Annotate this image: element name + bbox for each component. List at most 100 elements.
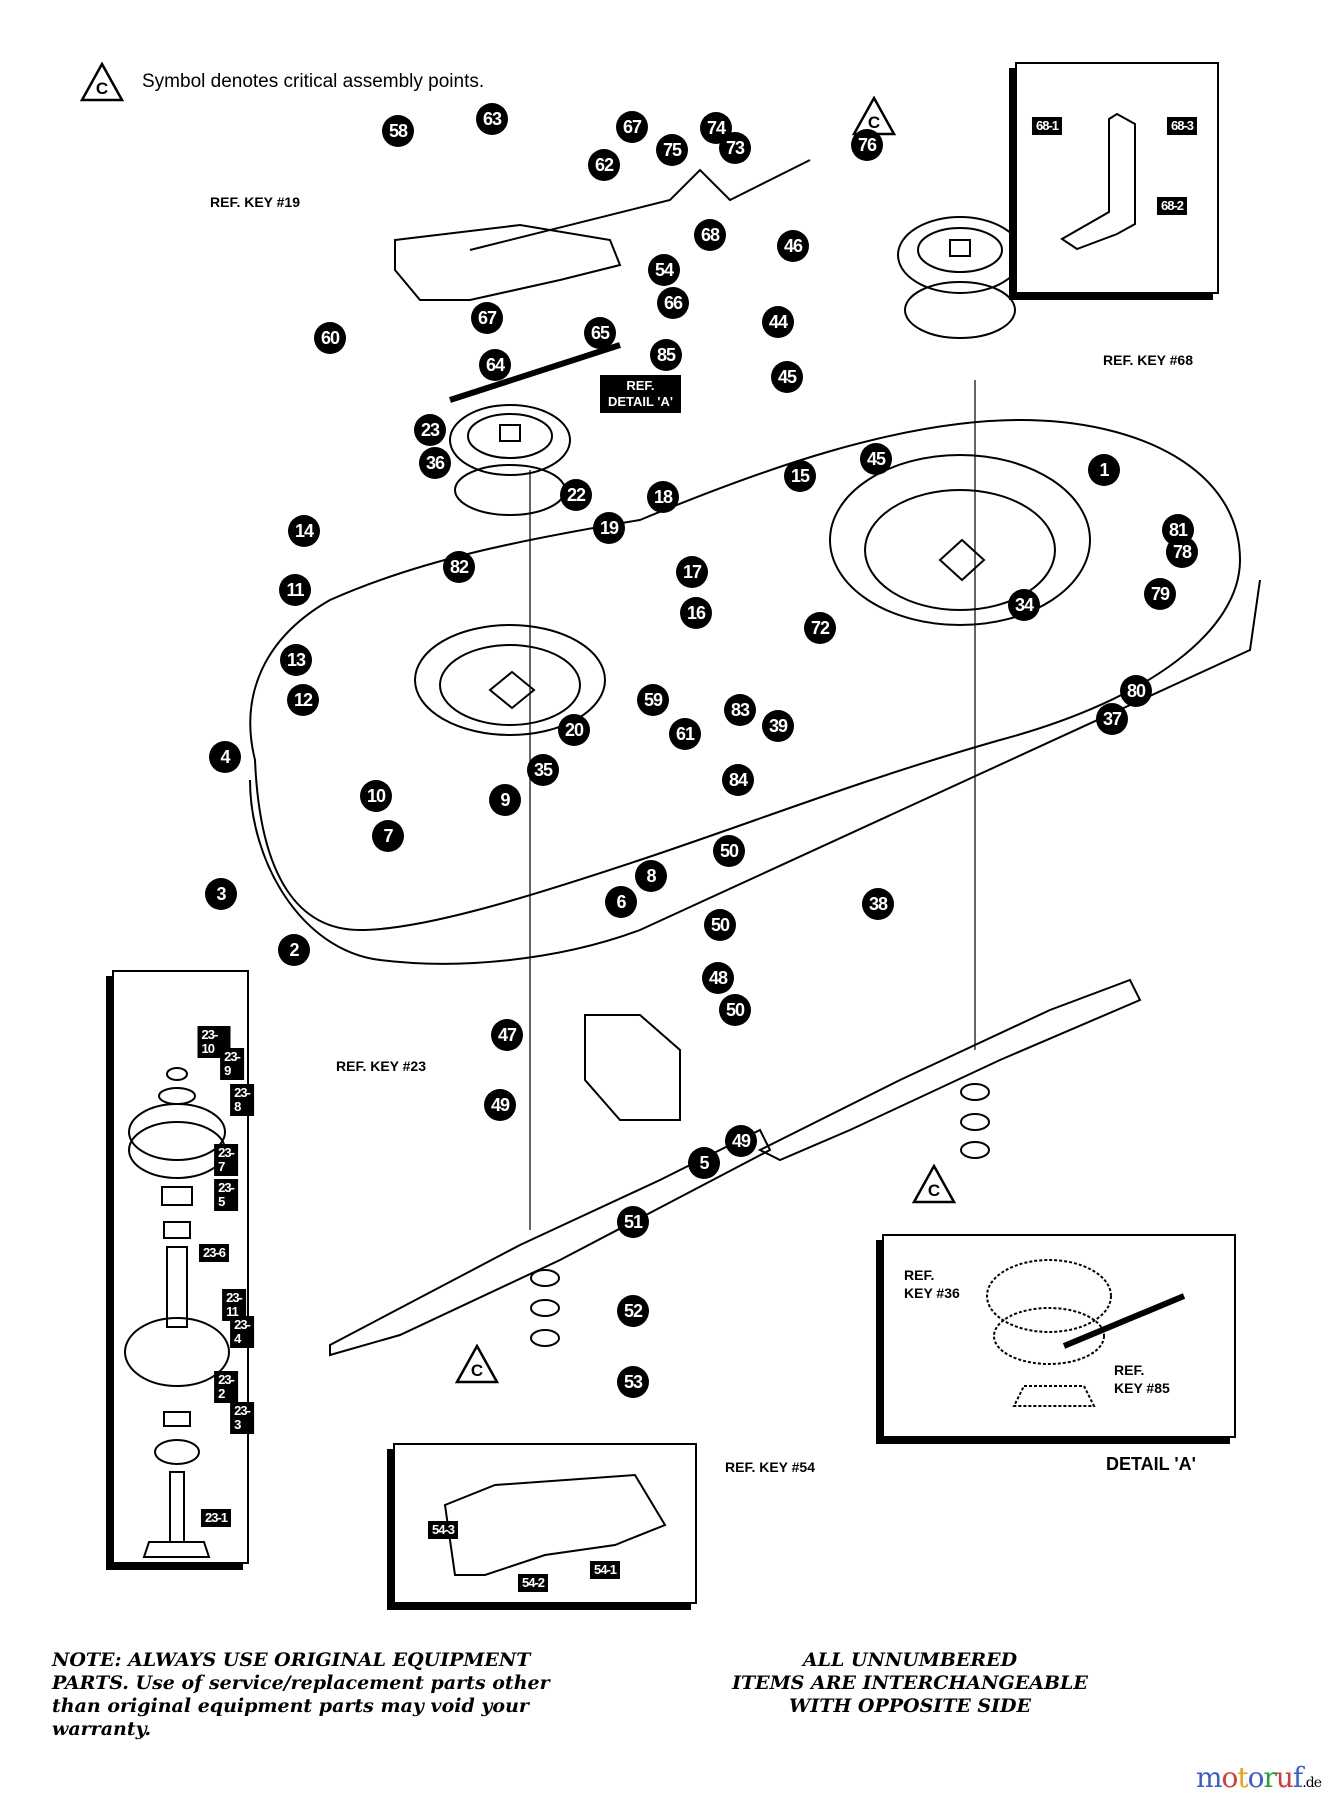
callout-16: 16 bbox=[680, 597, 712, 629]
callout-49: 49 bbox=[484, 1089, 516, 1121]
note-original-parts: NOTE: ALWAYS USE ORIGINAL EQUIPMENT PART… bbox=[52, 1649, 550, 1741]
callout-1: 1 bbox=[1088, 454, 1120, 486]
detail-ref85-line1: REF. bbox=[1114, 1362, 1145, 1378]
callout-65: 65 bbox=[584, 317, 616, 349]
sub-23-3: 23-3 bbox=[230, 1402, 254, 1434]
callout-49: 49 bbox=[725, 1125, 757, 1157]
callout-34: 34 bbox=[1008, 589, 1040, 621]
bracket-68-drawing bbox=[1060, 112, 1136, 251]
callout-52: 52 bbox=[617, 1295, 649, 1327]
left-spindle-well bbox=[414, 624, 606, 736]
callout-75: 75 bbox=[656, 134, 688, 166]
callout-38: 38 bbox=[862, 888, 894, 920]
callout-62: 62 bbox=[588, 149, 620, 181]
deck-housing bbox=[249, 418, 1242, 932]
detail-ref36-line1: REF. bbox=[904, 1267, 935, 1283]
baffle-bracket bbox=[584, 1014, 681, 1121]
inset-ref-key-68: 68-1 68-3 68-2 bbox=[1015, 62, 1219, 294]
sub-23-2: 23-2 bbox=[214, 1371, 238, 1403]
idler-arm-54-drawing bbox=[443, 1473, 667, 1576]
note-line3: than original equipment parts may void y… bbox=[52, 1695, 529, 1717]
callout-39: 39 bbox=[762, 710, 794, 742]
callout-9: 9 bbox=[489, 784, 521, 816]
callout-85: 85 bbox=[650, 339, 682, 371]
detail-a-pulley-drawing bbox=[986, 1259, 1186, 1407]
callout-54: 54 bbox=[648, 254, 680, 286]
deck-skirt bbox=[249, 579, 1261, 965]
callout-15: 15 bbox=[784, 460, 816, 492]
sub-23-7: 23-7 bbox=[214, 1144, 238, 1176]
sub-68-3: 68-3 bbox=[1166, 117, 1198, 135]
sub-23-11: 23-11 bbox=[222, 1289, 246, 1321]
note-right-line2: ITEMS ARE INTERCHANGEABLE bbox=[732, 1672, 1088, 1694]
right-spindle-well bbox=[829, 454, 1091, 626]
left-blade bbox=[329, 1128, 772, 1357]
callout-11: 11 bbox=[279, 574, 311, 606]
sub-54-3: 54-3 bbox=[427, 1521, 459, 1539]
sub-23-6: 23-6 bbox=[198, 1244, 230, 1262]
ref-key-23-label: REF. KEY #23 bbox=[336, 1058, 427, 1074]
sub-68-2: 68-2 bbox=[1156, 197, 1188, 215]
svg-text:C: C bbox=[96, 79, 108, 98]
spindle-assembly-drawing bbox=[124, 1067, 230, 1558]
callout-45: 45 bbox=[860, 443, 892, 475]
inset-detail-a: REF. KEY #36 REF. KEY #85 bbox=[882, 1234, 1236, 1438]
ref-key-54-label: REF. KEY #54 bbox=[725, 1459, 816, 1475]
callout-17: 17 bbox=[676, 556, 708, 588]
callout-19: 19 bbox=[593, 512, 625, 544]
right-blade bbox=[757, 978, 1142, 1162]
callout-50: 50 bbox=[719, 994, 751, 1026]
watermark-brand: motoruf bbox=[1195, 1761, 1303, 1794]
ref-detail-a-badge: REF. DETAIL 'A' bbox=[600, 375, 681, 413]
detail-ref-key-36: REF. KEY #36 bbox=[904, 1266, 960, 1302]
tension-spring bbox=[449, 342, 621, 403]
callout-10: 10 bbox=[360, 780, 392, 812]
idler-arm bbox=[394, 223, 622, 301]
callout-22: 22 bbox=[560, 479, 592, 511]
sub-54-2: 54-2 bbox=[517, 1574, 549, 1592]
callout-3: 3 bbox=[205, 878, 237, 910]
callout-51: 51 bbox=[617, 1206, 649, 1238]
callout-44: 44 bbox=[762, 306, 794, 338]
note-line4: warranty. bbox=[52, 1718, 152, 1740]
sub-23-5: 23-5 bbox=[214, 1179, 238, 1211]
callout-14: 14 bbox=[288, 515, 320, 547]
callout-53: 53 bbox=[617, 1366, 649, 1398]
critical-assembly-icon: C bbox=[80, 62, 124, 102]
callout-63: 63 bbox=[476, 103, 508, 135]
callout-82: 82 bbox=[443, 551, 475, 583]
sub-68-1: 68-1 bbox=[1031, 117, 1063, 135]
callout-12: 12 bbox=[287, 684, 319, 716]
sub-23-10: 23-10 bbox=[197, 1026, 231, 1058]
callout-8: 8 bbox=[635, 860, 667, 892]
sub-54-1: 54-1 bbox=[589, 1561, 621, 1579]
watermark-logo: motoruf.de bbox=[1195, 1761, 1322, 1794]
left-pulley bbox=[449, 404, 571, 476]
callout-20: 20 bbox=[558, 714, 590, 746]
callout-61: 61 bbox=[669, 718, 701, 750]
detail-ref85-line2: KEY #85 bbox=[1114, 1380, 1170, 1396]
note-line1: NOTE: ALWAYS USE ORIGINAL EQUIPMENT bbox=[52, 1649, 531, 1671]
inset-ref-key-23: 23-10 23-9 23-8 23-7 23-5 23-6 23-11 23-… bbox=[112, 970, 254, 1564]
svg-text:C: C bbox=[928, 1181, 940, 1200]
note-unnumbered-items: ALL UNNUMBERED ITEMS ARE INTERCHANGEABLE… bbox=[700, 1649, 1120, 1718]
callout-64: 64 bbox=[479, 349, 511, 381]
callout-73: 73 bbox=[719, 132, 751, 164]
callout-59: 59 bbox=[637, 684, 669, 716]
inset-ref-key-54: 54-3 54-2 54-1 bbox=[393, 1443, 697, 1604]
callout-78: 78 bbox=[1166, 536, 1198, 568]
callout-47: 47 bbox=[491, 1019, 523, 1051]
callout-36: 36 bbox=[419, 447, 451, 479]
callout-58: 58 bbox=[382, 115, 414, 147]
legend: C Symbol denotes critical assembly point… bbox=[80, 62, 484, 102]
svg-text:C: C bbox=[471, 1361, 483, 1380]
detail-a-caption: DETAIL 'A' bbox=[1106, 1454, 1196, 1474]
callout-68: 68 bbox=[694, 219, 726, 251]
callout-35: 35 bbox=[527, 754, 559, 786]
ref-detail-line1: REF. bbox=[626, 378, 655, 393]
note-right-line3: WITH OPPOSITE SIDE bbox=[788, 1695, 1032, 1717]
callout-80: 80 bbox=[1120, 675, 1152, 707]
callout-13: 13 bbox=[280, 644, 312, 676]
callout-66: 66 bbox=[657, 287, 689, 319]
callout-6: 6 bbox=[605, 886, 637, 918]
